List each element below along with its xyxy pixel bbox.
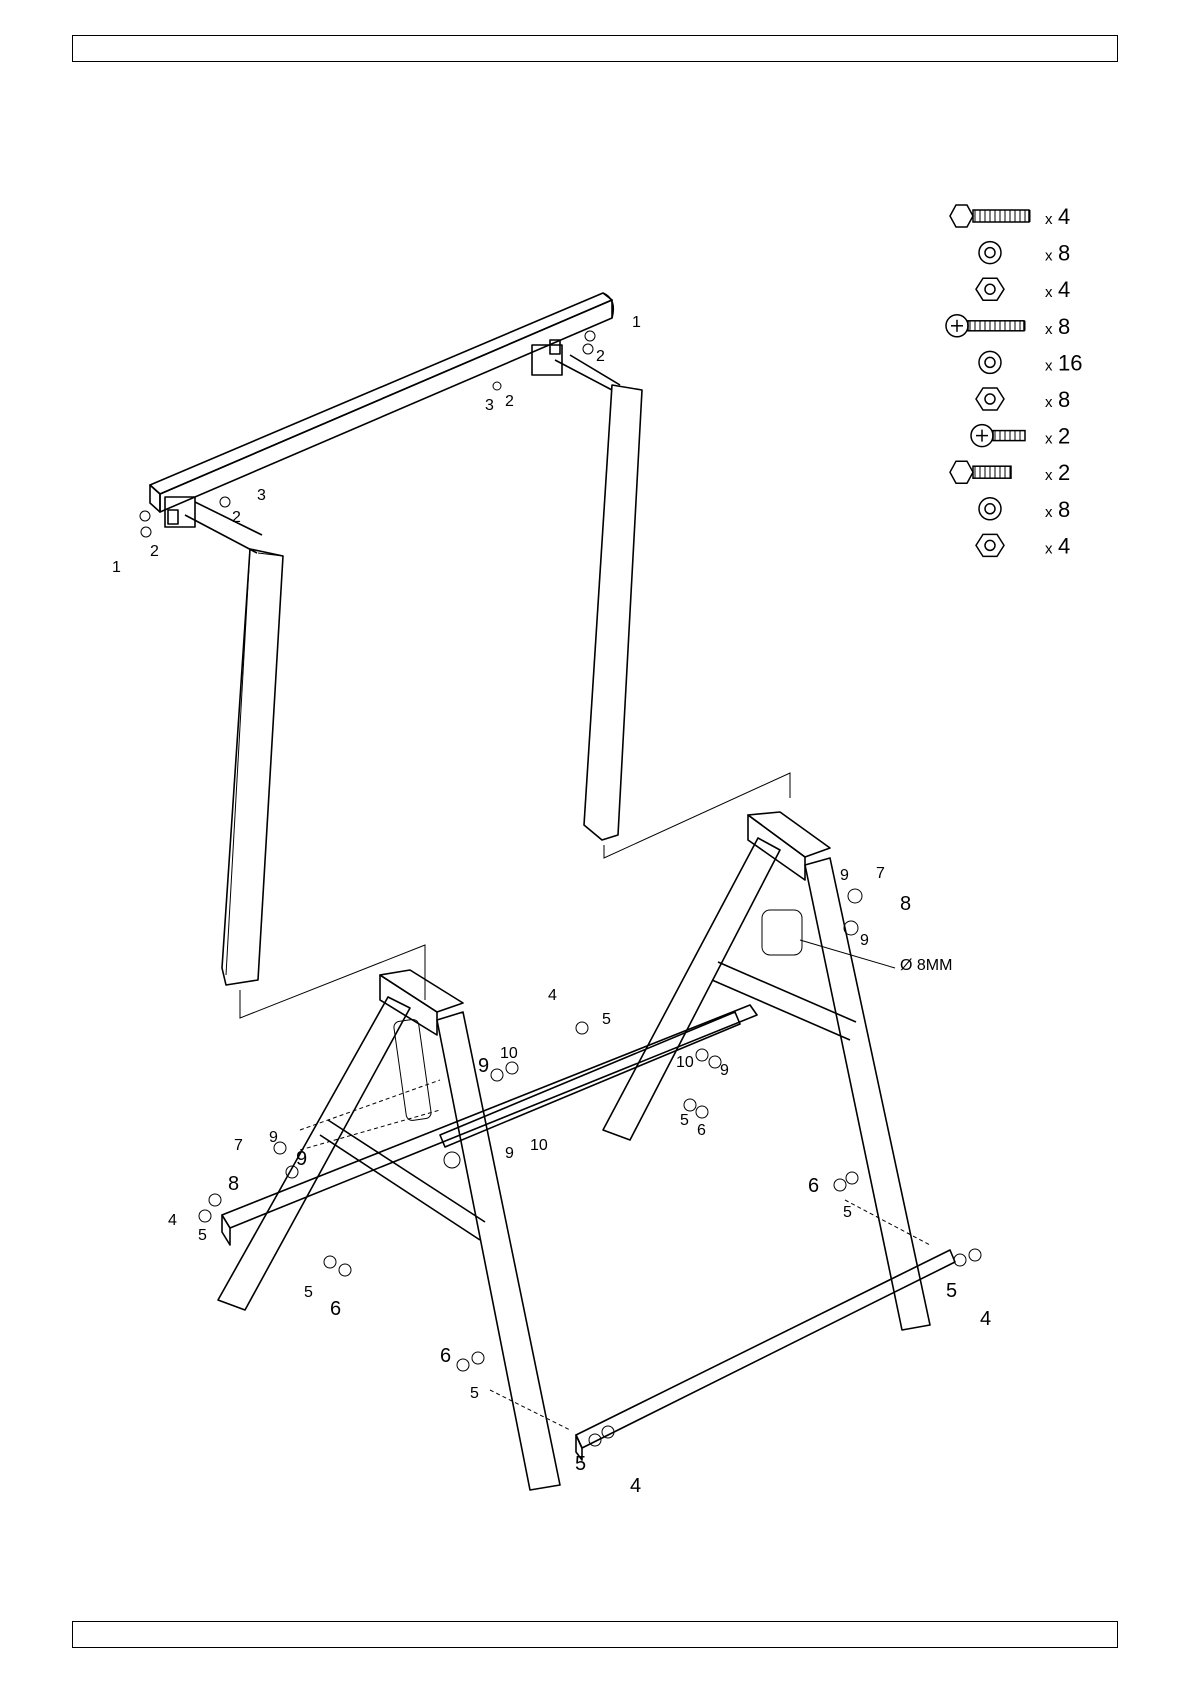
callout-5: 5 [304,1284,313,1301]
quantity-prefix: x [1045,540,1053,557]
quantity-count: 8 [1058,241,1070,266]
hex-nut-icon [976,278,1004,300]
quantity-count: 8 [1058,387,1070,412]
hex-nut-icon [976,388,1004,410]
upper-left-leg [185,502,425,1018]
callout-5: 5 [843,1204,852,1221]
callout-2: 2 [505,393,514,410]
callout-2: 2 [150,543,159,560]
callout-9: 9 [296,1148,307,1170]
callout-3: 3 [257,487,266,504]
hex-bolt-short-icon [950,461,1011,483]
callout-6: 6 [440,1345,451,1367]
hex-bolt-long-icon [950,205,1030,227]
callout-9: 9 [505,1145,514,1162]
hole-diameter-label: Ø 8MM [900,957,952,974]
callout-labels: 1 1 2 2 2 2 3 3 4 4 4 4 5 5 5 5 5 5 5 5 … [112,314,991,1497]
quantity-prefix: x [1045,504,1053,521]
callout-6: 6 [330,1298,341,1320]
callout-5: 5 [575,1453,586,1475]
quantity-prefix: x [1045,467,1053,484]
phillips-screw-short-icon [971,425,1025,447]
quantity-prefix: x [1045,284,1053,301]
callout-2: 2 [232,509,241,526]
callout-4: 4 [168,1212,177,1229]
callout-5: 5 [680,1112,689,1129]
quantity-prefix: x [1045,248,1053,265]
callout-5: 5 [602,1011,611,1028]
hardware-markers [140,331,981,1446]
callout-9: 9 [720,1062,729,1079]
callout-10: 10 [500,1045,518,1062]
callout-8: 8 [900,893,911,915]
callout-4: 4 [548,987,557,1004]
callout-6: 6 [808,1175,819,1197]
quantity-prefix: x [1045,211,1053,228]
callout-4: 4 [980,1308,991,1330]
quantity-count: 2 [1058,460,1070,485]
quantity-count: 8 [1058,497,1070,522]
callout-10: 10 [676,1054,694,1071]
quantity-count: 2 [1058,424,1070,449]
hex-nut-icon [976,534,1004,556]
callout-9: 9 [860,932,869,949]
quantity-count: 4 [1058,277,1070,302]
washer-icon [979,351,1001,373]
callout-5: 5 [946,1280,957,1302]
callout-9: 9 [840,867,849,884]
quantity-count: 4 [1058,204,1070,229]
callout-1: 1 [112,559,121,576]
quantity-prefix: x [1045,321,1053,338]
washer-icon [979,498,1001,520]
top-beam [150,293,613,527]
callout-4: 4 [630,1475,641,1497]
callout-3: 3 [485,397,494,414]
centre-rails [222,1005,955,1460]
quantity-prefix: x [1045,394,1053,411]
callout-2: 2 [596,348,605,365]
quantity-prefix: x [1045,431,1053,448]
callout-8: 8 [228,1173,239,1195]
callout-5: 5 [198,1227,207,1244]
lower-right-a-frame [603,812,930,1330]
callout-1: 1 [632,314,641,331]
phillips-screw-long-icon [946,315,1025,337]
callout-9: 9 [478,1055,489,1077]
quantity-prefix: x [1045,357,1053,374]
callout-10: 10 [530,1137,548,1154]
quantity-count: 8 [1058,314,1070,339]
upper-right-leg [555,355,790,858]
quantity-count: 16 [1058,350,1082,375]
callout-5: 5 [470,1385,479,1402]
callout-6: 6 [697,1122,706,1139]
callout-7: 7 [234,1137,243,1154]
washer-icon [979,242,1001,264]
callout-7: 7 [876,865,885,882]
quantity-count: 4 [1058,533,1070,558]
